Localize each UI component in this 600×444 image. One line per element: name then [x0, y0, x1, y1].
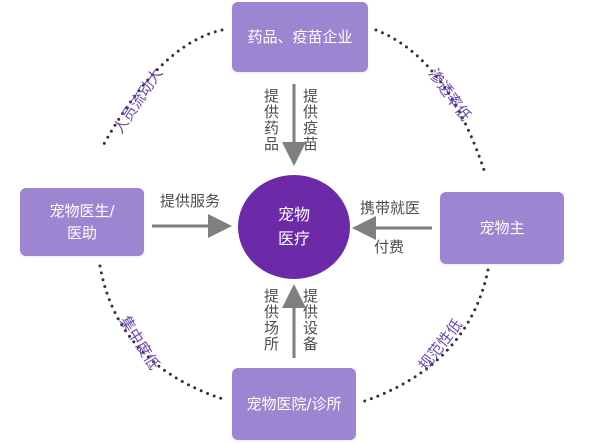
node-pet-doctor-line2: 医助 — [66, 224, 97, 242]
node-pharma-vaccine-companies: 药品、疫苗企业 — [232, 2, 368, 72]
ring-arc-bottom-left — [98, 264, 228, 402]
edge-label-provide-service: 提供服务 — [160, 192, 221, 210]
edge-label-pay: 付费 — [374, 238, 405, 256]
edge-label-provide-vaccine: 提供疫苗 — [301, 88, 319, 152]
node-pet-medical-center: 宠物 医疗 — [238, 175, 350, 279]
node-pet-owner-label: 宠物主 — [479, 219, 525, 237]
node-pet-doctor-line1: 宠物医生/ — [49, 202, 115, 220]
ring-arc-top-left — [102, 28, 224, 146]
node-pet-hospital-label: 宠物医院/诊所 — [246, 395, 342, 413]
node-pet-owner: 宠物主 — [440, 192, 564, 264]
ring-arc-bottom-right — [360, 268, 490, 404]
edge-label-bring-for-treatment: 携带就医 — [360, 199, 421, 217]
ring-arc-top-right — [374, 28, 488, 178]
node-pet-hospital-clinic: 宠物医院/诊所 — [232, 368, 356, 440]
edge-label-provide-venue: 提供场所 — [262, 288, 280, 352]
node-pet-doctor-assistant: 宠物医生/ 医助 — [20, 188, 144, 256]
center-line2: 医疗 — [277, 229, 310, 248]
edge-label-provide-equipment: 提供设备 — [301, 288, 319, 352]
node-pet-doctor-text: 宠物医生/ 医助 — [49, 200, 114, 244]
edge-label-provide-medicine: 提供药品 — [262, 88, 280, 152]
center-line1: 宠物 — [277, 205, 310, 224]
node-pharma-vaccine-label: 药品、疫苗企业 — [247, 28, 353, 46]
